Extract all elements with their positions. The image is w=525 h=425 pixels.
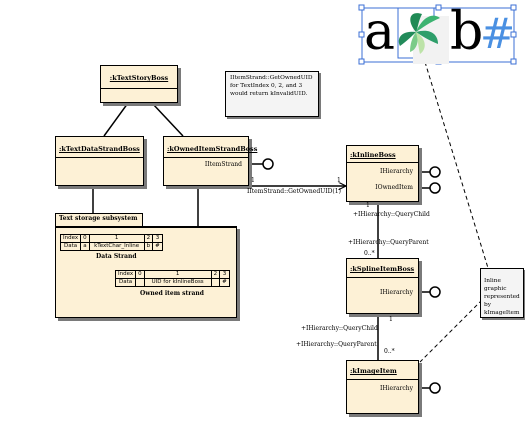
- story-to-data-strand-line: [103, 102, 129, 137]
- ihierarchy-image-lollipop: [429, 382, 441, 394]
- inline-boss-box[interactable]: :kInlineBoss IHierarchy IOwnedItem: [346, 145, 419, 202]
- owned-strand-cell-0: [135, 278, 145, 287]
- spline-item-boss-box[interactable]: :kSplineItemBoss IHierarchy: [346, 258, 419, 314]
- text-data-strand-boss-title: :kTextDataStrandBoss: [59, 145, 140, 153]
- spline-item-boss-title: :kSplineItemBoss: [350, 265, 415, 273]
- multiplicity-owned-source: 1: [251, 177, 255, 184]
- owned-item-strand-boss-title: :kOwnedItemStrandBoss: [167, 145, 258, 153]
- subsystem-title: Text storage subsystem: [59, 215, 138, 222]
- owned-strand-data-header: Data: [114, 278, 137, 287]
- owned-item-strand-label: Owned item strand: [140, 290, 204, 297]
- divider: [347, 379, 418, 380]
- iitemstrand-lollipop: [262, 158, 274, 170]
- leaf-graphic: [398, 13, 449, 64]
- inline-graphic-note: Inline graphic represented by kImageItem: [480, 268, 524, 318]
- owned-strand-index-header: Index: [114, 270, 137, 279]
- multiplicity-image-top: 0..*: [384, 348, 395, 355]
- inline-graphic-note-text: Inline graphic represented by kImageItem: [484, 278, 520, 316]
- multiplicity-owned-target: 1: [337, 177, 341, 184]
- owned-item-strand-table: Index 0 1 2 3 Data UID for kInlineBoss #: [114, 270, 230, 287]
- data-strand-cell-3: #: [152, 242, 163, 251]
- iowneditem-lollipop: [429, 182, 441, 194]
- owned-item-strand-boss-box[interactable]: :kOwnedItemStrandBoss IItemStrand: [163, 136, 258, 186]
- query-parent-1-label: +IHierarchy::QueryParent: [348, 239, 429, 246]
- ihierarchy-image-label: IHierarchy: [380, 385, 413, 392]
- ihierarchy-spline-label: IHierarchy: [380, 289, 413, 296]
- owned-strand-cell-3: #: [219, 278, 230, 287]
- get-owned-uid-note-text: IItemStrand::GetOwnedUID for TextIndex 0…: [230, 75, 313, 97]
- image-item-title: :kImageItem: [350, 367, 397, 375]
- iitemstrand-interface-label: IItemStrand: [204, 161, 242, 168]
- query-child-1-label: +IHierarchy::QueryChild: [353, 211, 430, 218]
- divider: [101, 88, 177, 89]
- text-story-boss-box[interactable]: :kTextStoryBoss: [100, 65, 178, 103]
- owned-strand-index-2: 2: [210, 270, 221, 279]
- multiplicity-spline-bottom: 1: [389, 316, 393, 323]
- subsystem-tab: [55, 213, 143, 227]
- data-strand-label: Data Strand: [96, 253, 137, 260]
- owned-uid-call-label: IItemStrand::GetOwnedUID(1): [247, 188, 341, 195]
- data-strand-cell-2: b: [143, 242, 154, 251]
- graphic-to-note-dashed-line: [424, 61, 489, 269]
- divider: [347, 162, 418, 163]
- data-strand-index-header: Index: [59, 234, 82, 243]
- owned-strand-index-0: 0: [135, 270, 145, 279]
- query-parent-2-label: +IHierarchy::QueryParent: [296, 341, 377, 348]
- story-to-owned-strand-line: [151, 102, 184, 137]
- ihierarchy-spline-lollipop: [429, 286, 441, 298]
- divider: [164, 157, 248, 158]
- letter-a: a: [364, 2, 396, 62]
- data-strand-table: Index 0 1 2 3 Data a kTextChar_Inline b …: [59, 234, 163, 251]
- data-strand-cell-0: a: [80, 242, 90, 251]
- data-strand-index-0: 0: [80, 234, 90, 243]
- iowneditem-label: IOwnedItem: [375, 184, 413, 191]
- text-data-strand-boss-box[interactable]: :kTextDataStrandBoss: [55, 136, 144, 186]
- text-story-boss-title: :kTextStoryBoss: [109, 74, 169, 82]
- multiplicity-inline-bottom: 1: [366, 202, 370, 209]
- ihierarchy-inline-label: IHierarchy: [380, 168, 413, 175]
- letter-b: b: [450, 2, 484, 62]
- owned-strand-index-1: 1: [143, 270, 212, 279]
- divider: [56, 227, 236, 228]
- owned-strand-cell-2: [210, 278, 221, 287]
- note-to-image-dashed-line: [419, 299, 483, 363]
- data-strand-index-2: 2: [143, 234, 154, 243]
- data-strand-index-1: 1: [88, 234, 145, 243]
- data-strand-cell-1: kTextChar_Inline: [88, 242, 145, 251]
- data-strand-data-header: Data: [59, 242, 82, 251]
- divider: [56, 157, 143, 158]
- owned-strand-index-3: 3: [219, 270, 230, 279]
- data-strand-index-3: 3: [152, 234, 163, 243]
- divider: [347, 277, 418, 278]
- owned-strand-cell-1: UID for kInlineBoss: [143, 278, 212, 287]
- image-item-box[interactable]: :kImageItem IHierarchy: [346, 360, 419, 414]
- get-owned-uid-note: IItemStrand::GetOwnedUID for TextIndex 0…: [225, 71, 319, 117]
- ihierarchy-inline-lollipop: [429, 166, 441, 178]
- inline-boss-title: :kInlineBoss: [350, 151, 396, 159]
- query-child-2-label: +IHierarchy::QueryChild: [301, 325, 378, 332]
- hash-glyph: #: [480, 9, 516, 58]
- multiplicity-spline-top: 0..*: [364, 250, 375, 257]
